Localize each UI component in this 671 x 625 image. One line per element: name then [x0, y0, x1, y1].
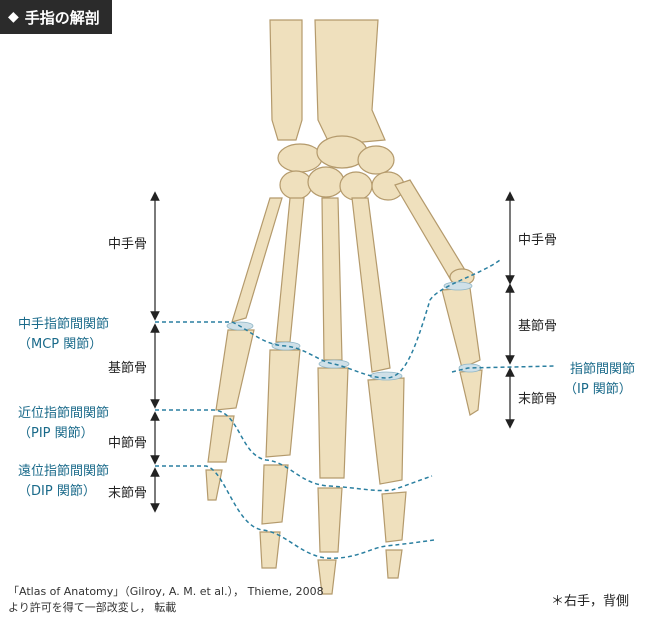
hand-orientation-note: ＊右手，背側: [551, 594, 630, 609]
ip-joint-line: [451, 365, 557, 373]
label-metacarpal-right: 中手骨: [518, 233, 558, 248]
label-ip-joint: 指節間関節: [570, 362, 636, 377]
label-ip-joint-abbr: （IP 関節）: [564, 382, 632, 397]
label-dip-joint-abbr: （DIP 関節）: [18, 484, 96, 499]
label-mcp-joint: 中手指節間関節: [18, 317, 110, 332]
label-dip-joint: 遠位指節間関節: [18, 464, 110, 479]
middle-finger-bones: [317, 197, 349, 595]
label-distal-phalanx-right: 末節骨: [518, 392, 558, 407]
label-proximal-phalanx-left: 基節骨: [108, 361, 148, 376]
measurement-arrows: [150, 191, 515, 513]
credit-line-2: より許可を得て一部改変し， 転載: [8, 601, 177, 614]
joint-cartilage: [226, 281, 482, 381]
radius-bone: [314, 19, 386, 146]
label-proximal-phalanx-right: 基節骨: [518, 319, 558, 334]
label-mcp-joint-abbr: （MCP 関節）: [18, 337, 103, 352]
thumb-bones: [394, 179, 483, 416]
figure-title: 手指の解剖: [24, 8, 100, 27]
title-bar: ◆ 手指の解剖: [0, 0, 112, 34]
label-pip-joint: 近位指節間関節: [18, 406, 110, 421]
ring-finger-bones: [259, 197, 305, 569]
dip-joint-line: [155, 465, 435, 559]
pip-joint-line: [155, 409, 433, 492]
source-credit: 「Atlas of Anatomy」（Gilroy, A. M. et al.）…: [8, 584, 324, 616]
label-pip-joint-abbr: （PIP 関節）: [18, 426, 94, 441]
ulna-bone: [269, 19, 303, 141]
carpal-bones: [277, 135, 405, 201]
bones: [205, 19, 483, 595]
label-middle-phalanx: 中節骨: [108, 436, 148, 451]
credit-line-1: 「Atlas of Anatomy」（Gilroy, A. M. et al.）…: [8, 585, 324, 598]
mcp-joint-line: [155, 259, 501, 379]
diamond-icon: ◆: [8, 9, 19, 25]
label-metacarpal-left: 中手骨: [108, 237, 148, 252]
index-finger-bones: [351, 197, 407, 579]
joint-lines: [155, 259, 557, 559]
little-finger-bones: [205, 197, 283, 501]
label-distal-phalanx-left: 末節骨: [108, 486, 148, 501]
